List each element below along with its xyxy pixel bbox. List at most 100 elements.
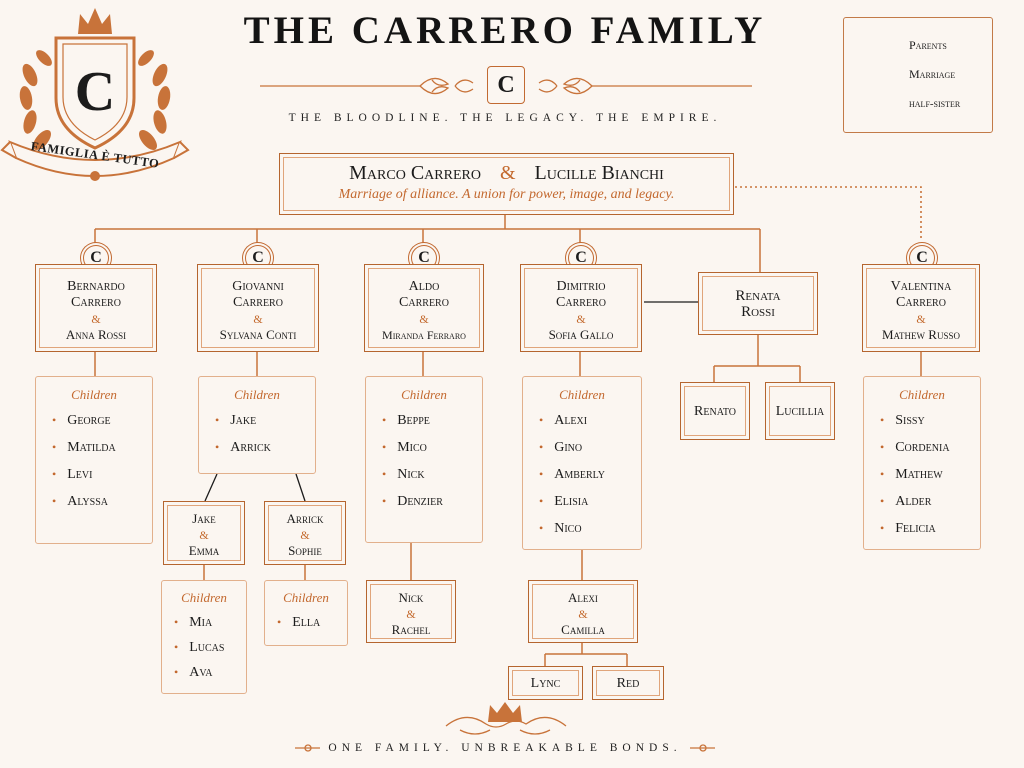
couple-card-nick-rachel: Nick & Rachel: [366, 580, 456, 643]
child-card-renato: Renato: [680, 382, 750, 440]
list-item: Alexi: [539, 407, 641, 434]
couple-amp: &: [576, 312, 586, 326]
page-title: THE CARRERO FAMILY: [243, 9, 767, 52]
root-husband: Marco Carrero: [349, 162, 481, 184]
children-box-giovanni: Children Jake Arrick: [198, 376, 316, 474]
couple-card-dimitrio: Dimitrio Carrero & Sofia Gallo: [520, 264, 642, 352]
child-card-lync: Lync: [508, 666, 583, 700]
list-item: Alyssa: [52, 488, 152, 515]
couple-amp: &: [300, 528, 310, 542]
children-heading: Children: [234, 387, 280, 402]
children-heading: Children: [283, 590, 329, 605]
children-box-bernardo: Children George Matilda Levi Alyssa: [35, 376, 153, 544]
child-card-lucillia: Lucillia: [765, 382, 835, 440]
child-name: Red: [616, 676, 640, 691]
list-item: Jake: [215, 407, 315, 434]
couple-spouse: Miranda Ferraro: [382, 328, 466, 342]
couple-spouse: Sophie: [288, 543, 322, 558]
couple-amp: &: [253, 312, 263, 326]
list-item: Amberly: [539, 461, 641, 488]
couple-amp: &: [91, 312, 101, 326]
legend: Parents Marriage half-sister: [843, 17, 993, 133]
children-heading: Children: [181, 590, 227, 605]
couple-spouse: Sylvana Conti: [219, 327, 297, 342]
children-box-jake-emma: Children Mia Lucas Ava: [161, 580, 247, 694]
list-item: Alder: [880, 488, 980, 515]
root-amp: &: [499, 162, 516, 184]
list-item: Cordenia: [880, 434, 980, 461]
list-item: Ella: [277, 610, 347, 635]
list-item: Gino: [539, 434, 641, 461]
root-tagline: Marriage of alliance. A union for power,…: [338, 187, 675, 202]
page-subtitle: THE BLOODLINE. THE LEGACY. THE EMPIRE.: [288, 112, 722, 124]
children-heading: Children: [71, 387, 117, 402]
monogram-badge: C: [487, 66, 525, 104]
couple-card-bernardo: Bernardo Carrero & Anna Rossi: [35, 264, 157, 352]
children-box-valentina: Children Sissy Cordenia Mathew Alder Fel…: [863, 376, 981, 550]
list-item: Elisia: [539, 488, 641, 515]
couple-name: Dimitrio Carrero: [556, 279, 606, 310]
list-item: Levi: [52, 461, 152, 488]
couple-name: Nick: [398, 590, 424, 605]
couple-spouse: Sofia Gallo: [548, 327, 614, 342]
list-item: Mico: [382, 434, 482, 461]
couple-amp: &: [916, 312, 926, 326]
couple-name: Giovanni Carrero: [232, 279, 284, 310]
root-couple-card: Marco Carrero & Lucille Bianchi Marriage…: [279, 153, 734, 215]
list-item: Denzier: [382, 488, 482, 515]
children-heading: Children: [559, 387, 605, 402]
couple-amp: &: [406, 607, 416, 621]
children-box-aldo: Children Beppe Mico Nick Denzier: [365, 376, 483, 543]
list-item: Ava: [174, 660, 246, 685]
couple-name: Bernardo Carrero: [67, 279, 125, 310]
list-item: Lucas: [174, 635, 246, 660]
crest-icon: C: [0, 8, 190, 181]
child-name: Lync: [530, 676, 561, 691]
couple-spouse: Camilla: [561, 622, 605, 637]
list-item: Mathew: [880, 461, 980, 488]
couple-card-jake-emma: Jake & Emma: [163, 501, 245, 565]
list-item: Nick: [382, 461, 482, 488]
couple-name: Arrick: [286, 511, 324, 526]
children-heading: Children: [899, 387, 945, 402]
list-item: Matilda: [52, 434, 152, 461]
list-item: Nico: [539, 515, 641, 542]
list-item: Felicia: [880, 515, 980, 542]
couple-spouse: Mathew Russo: [882, 327, 960, 342]
couple-spouse: Emma: [188, 543, 220, 558]
children-box-dimitrio: Children Alexi Gino Amberly Elisia Nico: [522, 376, 642, 550]
list-item: Beppe: [382, 407, 482, 434]
couple-card-giovanni: Giovanni Carrero & Sylvana Conti: [197, 264, 319, 352]
list-item: Sissy: [880, 407, 980, 434]
child-name: Renato: [694, 404, 736, 419]
couple-name: Aldo Carrero: [399, 279, 449, 310]
couple-spouse: Rachel: [391, 622, 431, 637]
couple-amp: &: [578, 607, 588, 621]
couple-card-valentina: Valentina Carrero & Mathew Russo: [862, 264, 980, 352]
child-card-red: Red: [592, 666, 664, 700]
list-item: Mia: [174, 610, 246, 635]
couple-name: Alexi: [568, 590, 598, 605]
svg-text:C: C: [75, 61, 115, 123]
renata-card: Renata Rossi: [698, 272, 818, 335]
children-heading: Children: [401, 387, 447, 402]
renata-name: Renata Rossi: [735, 288, 781, 320]
couple-name: Valentina Carrero: [890, 279, 952, 310]
child-name: Lucillia: [775, 404, 825, 419]
children-box-arrick-sophie: Children Ella: [264, 580, 348, 646]
list-item: George: [52, 407, 152, 434]
page-footer: ONE FAMILY. UNBREAKABLE BONDS.: [328, 742, 682, 754]
list-item: Arrick: [215, 434, 315, 461]
couple-card-arrick-sophie: Arrick & Sophie: [264, 501, 346, 565]
couple-spouse: Anna Rossi: [65, 327, 127, 342]
couple-card-aldo: Aldo Carrero & Miranda Ferraro: [364, 264, 484, 352]
legend-label-parents: Parents: [909, 38, 947, 52]
couple-amp: &: [419, 312, 429, 326]
couple-amp: &: [199, 528, 209, 542]
legend-label-half-sister: half-sister: [909, 98, 961, 110]
root-wife: Lucille Bianchi: [534, 162, 664, 184]
couple-name: Jake: [192, 511, 216, 526]
couple-card-alexi-camilla: Alexi & Camilla: [528, 580, 638, 643]
legend-label-marriage: Marriage: [909, 67, 956, 81]
